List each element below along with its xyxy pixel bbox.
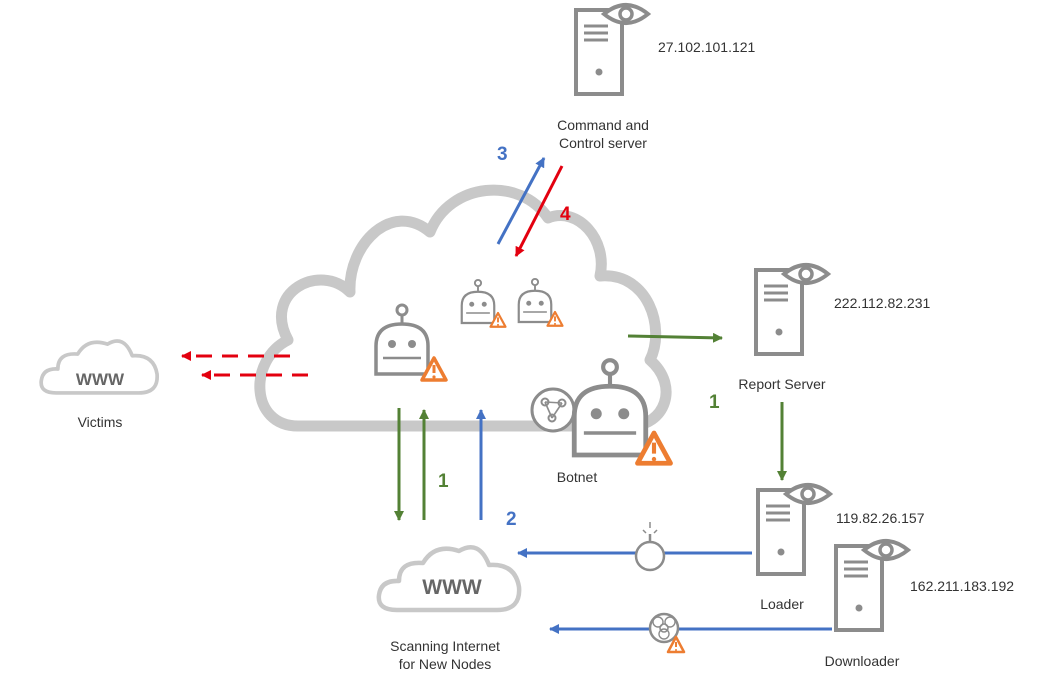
victims-www-text: WWW: [76, 370, 125, 389]
arrow-to-cnc: [496, 157, 546, 245]
server-eye-icon: [574, 3, 650, 96]
step-1-left: 1: [438, 471, 449, 492]
cnc-label-line2: Control server: [559, 135, 647, 151]
loader-ip: 119.82.26.157: [836, 510, 925, 526]
step-1-right: 1: [709, 392, 720, 413]
cnc-label: Command and Control server: [557, 116, 649, 152]
step-2: 2: [506, 509, 517, 530]
downloader-label: Downloader: [824, 653, 900, 669]
cnc-ip: 27.102.101.121: [658, 39, 756, 55]
scan-label-line2: for New Nodes: [398, 656, 492, 672]
scan-www-text: WWW: [422, 576, 482, 599]
biohazard-icon: [648, 612, 686, 654]
server-eye-icon: [756, 483, 832, 576]
scan-label-line1: Scanning Internet: [390, 638, 500, 654]
cnc-label-line1: Command and: [557, 117, 649, 133]
victims-label: Victims: [77, 414, 123, 430]
scan-label: Scanning Internet for New Nodes: [390, 637, 500, 673]
server-eye-icon: [834, 539, 910, 632]
step-4: 4: [560, 204, 571, 225]
botnet-label: Botnet: [556, 469, 598, 485]
arrow-to-report: [627, 332, 723, 343]
network-icon: [530, 387, 576, 433]
step-3: 3: [497, 144, 508, 165]
report-ip: 222.112.82.231: [834, 295, 931, 311]
server-eye-icon: [754, 263, 830, 356]
report-label: Report Server: [738, 376, 826, 392]
arrow-cnc-to-botnet: [514, 165, 564, 257]
bomb-icon: [634, 522, 666, 572]
downloader-ip: 162.211.183.192: [910, 578, 1015, 594]
loader-label: Loader: [760, 596, 804, 612]
